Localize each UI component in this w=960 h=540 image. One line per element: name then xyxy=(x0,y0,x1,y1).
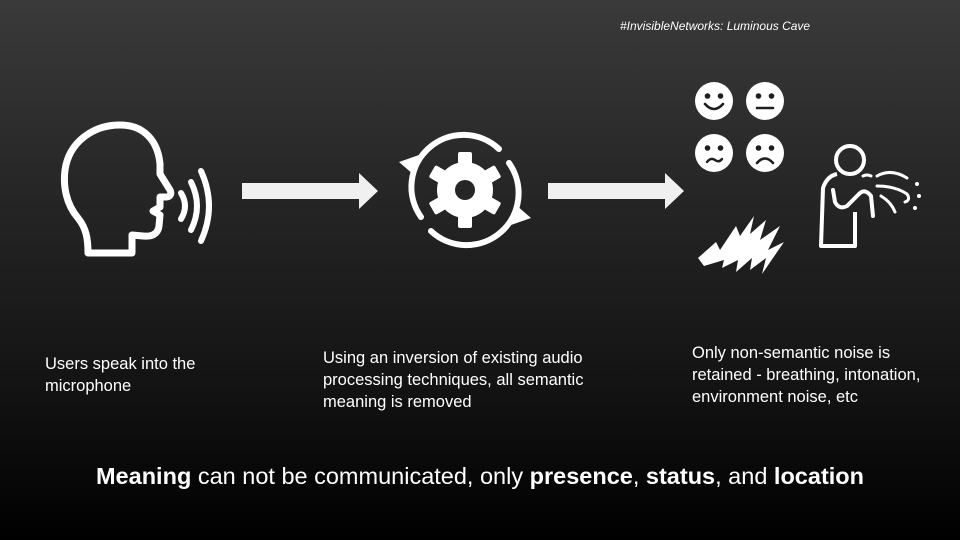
summary-statement: Meaning can not be communicated, only pr… xyxy=(0,463,960,490)
footer-location: location xyxy=(773,463,865,489)
footer-text-1: can not be communicated, only xyxy=(191,463,530,489)
footer-status: status xyxy=(645,463,716,489)
noise-static-icon xyxy=(698,216,784,274)
flow-arrow-1 xyxy=(242,173,378,209)
breathing-person-icon xyxy=(819,144,921,248)
step-3-caption: Only non-semantic noise is retained - br… xyxy=(692,344,921,406)
step-1-caption: Users speak into the microphone xyxy=(45,355,196,395)
neutral-face-icon xyxy=(746,82,784,120)
sad-face-icon xyxy=(746,134,784,172)
worried-face-icon xyxy=(695,134,733,172)
step-2-caption: Using an inversion of existing audio pro… xyxy=(323,349,584,411)
footer-text-2: , and xyxy=(715,463,774,489)
speaking-head-icon xyxy=(60,121,212,257)
gear-cycle-icon xyxy=(399,131,531,249)
footer-presence: presence xyxy=(529,463,633,489)
flow-arrow-2 xyxy=(548,173,684,209)
hashtag-title: #InvisibleNetworks: Luminous Cave xyxy=(620,19,811,33)
footer-meaning: Meaning xyxy=(95,463,192,489)
happy-face-icon xyxy=(695,82,733,120)
footer-separator: , xyxy=(632,463,646,489)
